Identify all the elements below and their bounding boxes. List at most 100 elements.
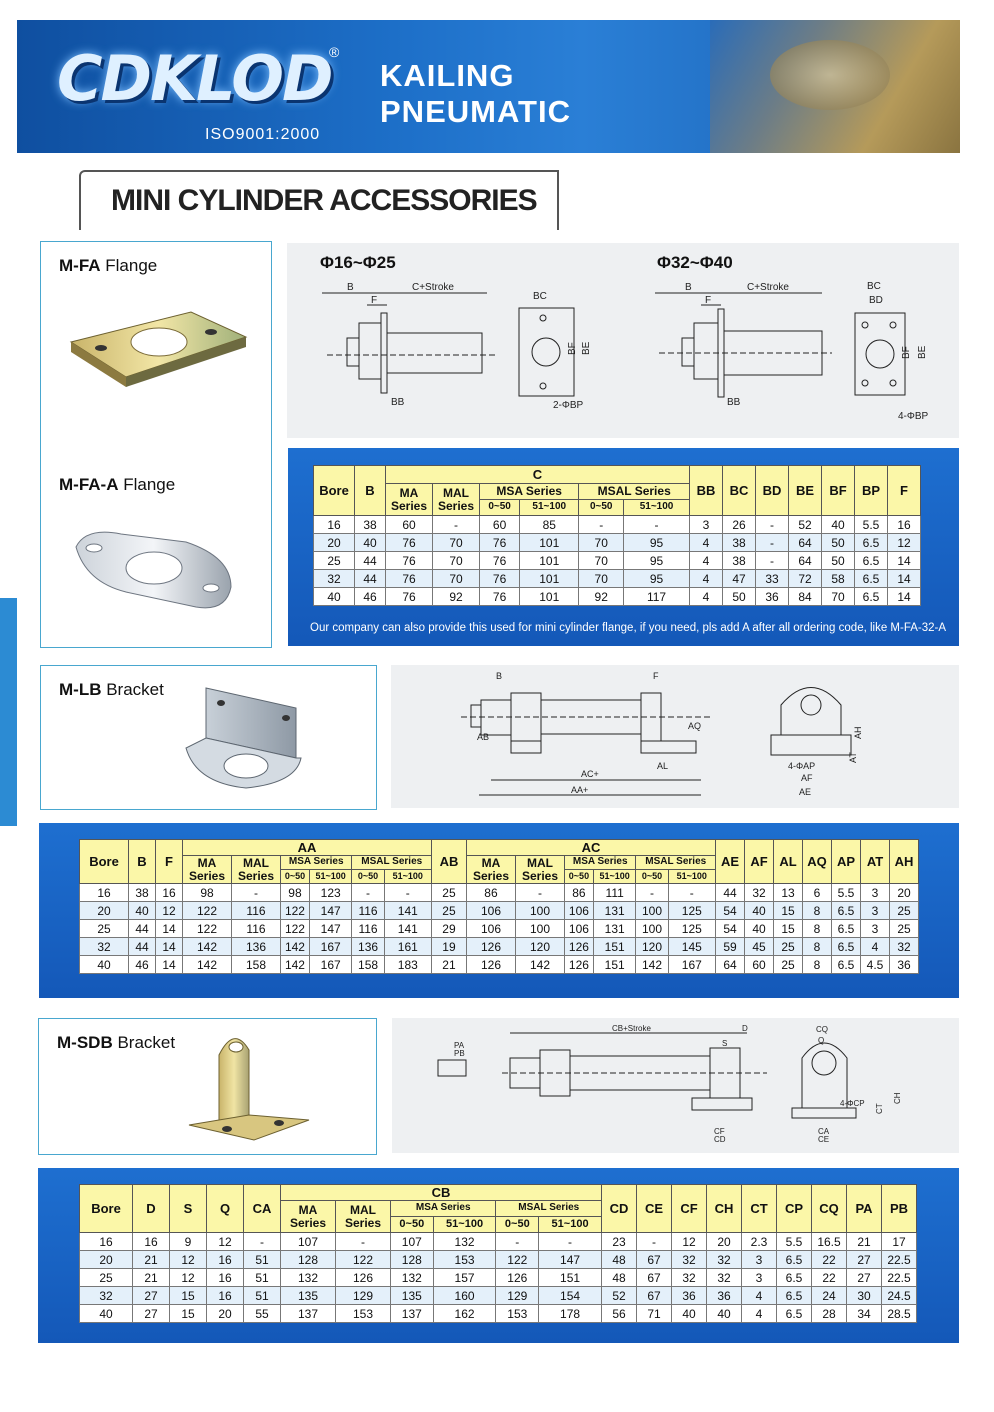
drawing-label-small-bore: Φ16~Φ25 xyxy=(320,253,396,272)
table-cell: 100 xyxy=(514,919,565,938)
table-cell: 167 xyxy=(667,955,717,974)
svg-text:PB: PB xyxy=(454,1049,465,1058)
table-cell: 107 xyxy=(280,1232,336,1251)
table-cell: 16 xyxy=(313,515,355,534)
table-cell: 6.5 xyxy=(776,1304,812,1323)
mlb-bracket-image xyxy=(185,687,302,789)
table-cell: - xyxy=(351,883,385,902)
table-cell: 131 xyxy=(592,919,637,938)
table-cell: 128 xyxy=(390,1250,434,1269)
col-bf: BF xyxy=(821,465,855,516)
col-aa-msal: MSAL Series xyxy=(351,855,432,870)
svg-text:BC: BC xyxy=(867,281,881,292)
product-box-msdb: M-SDB Bracket xyxy=(38,1018,377,1155)
table-cell: 76 xyxy=(478,551,521,570)
table-cell: 26 xyxy=(722,515,756,534)
table-cell: 95 xyxy=(623,569,690,588)
svg-text:4-ΦBP: 4-ΦBP xyxy=(898,411,929,422)
table-cell: 106 xyxy=(563,919,594,938)
table-cell: 64 xyxy=(788,551,822,570)
col-msa-51-100: 51~100 xyxy=(519,499,580,516)
table-cell: 147 xyxy=(538,1250,602,1269)
table-cell: 67 xyxy=(636,1250,672,1269)
table-cell: 25 xyxy=(889,919,919,938)
col-d: D xyxy=(132,1184,170,1233)
msdb-bracket-image xyxy=(188,1038,310,1141)
table-cell: 142 xyxy=(514,955,565,974)
table-cell: 6.5 xyxy=(831,937,861,956)
svg-text:4-ΦAP: 4-ΦAP xyxy=(788,761,815,771)
table-cell: 100 xyxy=(635,901,669,920)
col-bp: BP xyxy=(854,465,888,516)
col-bore: Bore xyxy=(313,465,355,516)
table-cell: 76 xyxy=(385,551,433,570)
table-cell: 126 xyxy=(563,955,594,974)
table-cell: 60 xyxy=(744,955,774,974)
table-cell: 120 xyxy=(514,937,565,956)
table-cell: 162 xyxy=(432,1304,497,1323)
table-cell: 6.5 xyxy=(854,533,888,552)
table-cell: 20 xyxy=(79,1250,133,1269)
table-cell: 64 xyxy=(715,955,745,974)
table-cell: - xyxy=(514,883,565,902)
table-cell: 40 xyxy=(821,515,855,534)
product-label-mlb: M-LB Bracket xyxy=(59,680,164,699)
table-cell: 17 xyxy=(881,1232,917,1251)
table-cell: 106 xyxy=(465,919,516,938)
dim-2bp: 2-ΦBP xyxy=(553,400,584,411)
table-cell: 131 xyxy=(592,901,637,920)
table-cell: 147 xyxy=(308,901,353,920)
col-ap: AP xyxy=(831,839,861,884)
svg-text:CH: CH xyxy=(893,1092,902,1104)
table-cell: 21 xyxy=(846,1232,882,1251)
company-logo: CDKLOD xyxy=(57,42,333,115)
table-cell: 95 xyxy=(623,533,690,552)
table-cell: - xyxy=(755,515,789,534)
table-cell: 135 xyxy=(280,1286,336,1305)
table-cell: 86 xyxy=(563,883,594,902)
table-cell: 20 xyxy=(313,533,355,552)
table-cell: 100 xyxy=(635,919,669,938)
table-cell: 123 xyxy=(308,883,353,902)
svg-text:AB: AB xyxy=(477,732,489,742)
table-cell: 70 xyxy=(432,551,480,570)
col-ct: CT xyxy=(741,1184,777,1233)
table-cell: 6.5 xyxy=(831,955,861,974)
table-cell: 32 xyxy=(671,1268,707,1287)
table-cell: 122 xyxy=(280,919,310,938)
table-cell: 8 xyxy=(802,901,832,920)
table-cell: 8 xyxy=(802,919,832,938)
svg-text:AF: AF xyxy=(801,773,813,783)
table-cell: 178 xyxy=(538,1304,602,1323)
table-cell: 151 xyxy=(592,955,637,974)
col-range: 0~50 xyxy=(495,1216,540,1233)
table-cell: 5.5 xyxy=(831,883,861,902)
flange-spec-table: Bore B C BB BC BD BE BF BP F MA Series M… xyxy=(313,465,921,606)
table-cell: 14 xyxy=(887,569,921,588)
table-cell: 14 xyxy=(887,551,921,570)
table-cell: 16 xyxy=(206,1268,244,1287)
title-frame: MINI CYLINDER ACCESSORIES xyxy=(79,170,559,230)
col-f: F xyxy=(887,465,921,516)
table-cell: 16 xyxy=(79,883,129,902)
table-cell: 6.5 xyxy=(854,569,888,588)
table-cell: 29 xyxy=(430,919,467,938)
table-cell: 54 xyxy=(715,919,745,938)
table-cell: 25 xyxy=(773,955,803,974)
table-cell: 6.5 xyxy=(776,1268,812,1287)
table-cell: 8 xyxy=(802,937,832,956)
table-cell: 25 xyxy=(79,1268,133,1287)
table-cell: 14 xyxy=(155,937,183,956)
table-cell: 22 xyxy=(811,1250,847,1269)
col-range: 0~50 xyxy=(351,869,385,884)
table-cell: 16 xyxy=(155,883,183,902)
table-cell: 92 xyxy=(578,587,625,606)
table-cell: 125 xyxy=(667,919,717,938)
table-cell: 21 xyxy=(132,1250,170,1269)
table-cell: 70 xyxy=(432,533,480,552)
table-cell: 122 xyxy=(495,1250,540,1269)
table-cell: 4 xyxy=(741,1286,777,1305)
table-cell: 120 xyxy=(635,937,669,956)
